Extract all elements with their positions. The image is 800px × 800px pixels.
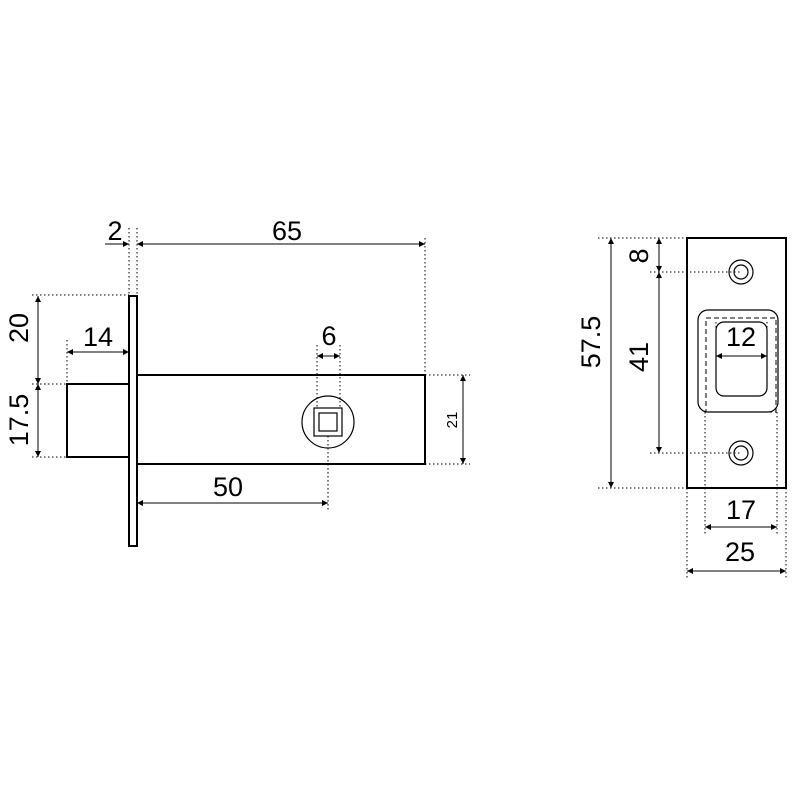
dim-65-label: 65 — [272, 216, 302, 246]
faceplate — [128, 295, 138, 547]
dim-6-label: 6 — [321, 321, 336, 351]
latch-bolt — [66, 383, 130, 458]
screw-hole-bottom-inner — [733, 445, 749, 461]
dim-41-label: 41 — [624, 342, 654, 372]
dim-17-label: 17 — [726, 495, 756, 525]
dim-21-label: 21 — [444, 412, 461, 429]
lock-body — [136, 374, 426, 465]
screw-hole-top-inner — [733, 264, 749, 280]
dim-14-label: 14 — [83, 322, 113, 352]
side-view: 2 65 20 14 17.5 6 50 21 — [4, 216, 470, 547]
spindle-square-inner — [318, 412, 338, 432]
dim-17-5-label: 17.5 — [4, 394, 34, 447]
dim-57-5-label: 57.5 — [576, 316, 606, 369]
front-view: 57.5 8 41 12 17 25 — [576, 237, 787, 580]
dim-8-label: 8 — [624, 248, 654, 263]
dim-12-label: 12 — [726, 322, 756, 352]
dim-2-label: 2 — [107, 216, 122, 246]
screw-hole-bottom — [728, 440, 754, 466]
latch-window-recess — [705, 317, 777, 413]
dim-20-label: 20 — [4, 313, 34, 343]
screw-hole-top — [728, 259, 754, 285]
dim-50-label: 50 — [213, 472, 243, 502]
dim-25-label: 25 — [725, 537, 755, 567]
strike-plate — [686, 237, 787, 489]
spindle-square — [313, 407, 343, 437]
